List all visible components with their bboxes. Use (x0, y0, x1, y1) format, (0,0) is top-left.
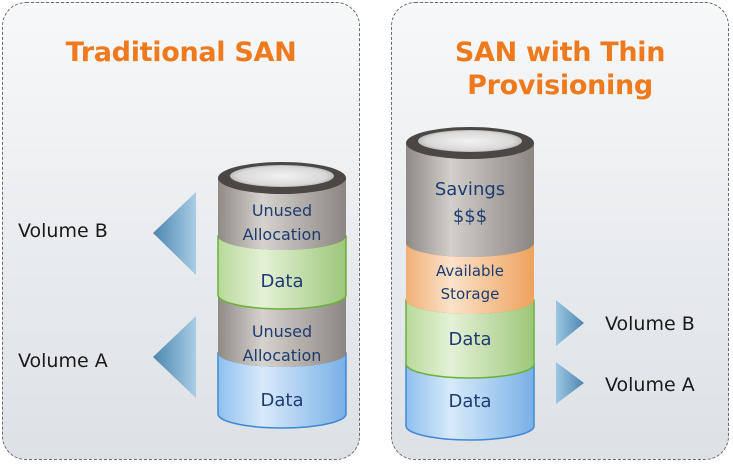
segment-label-line1: Unused (252, 201, 312, 220)
segment-label-line2: Storage (441, 285, 500, 303)
volume-a-arrow (556, 362, 584, 404)
segment-label: Data (449, 391, 492, 412)
traditional-san-cylinder: Data Unused Allocation Data Unused Alloc… (217, 162, 347, 429)
thin-provisioning-title-line1: SAN with Thin (454, 37, 666, 68)
segment-label-line1: Unused (252, 322, 312, 341)
segment-label-line2: Allocation (243, 346, 322, 365)
left-volume-b-label: Volume B (18, 220, 108, 242)
segment-label: Data (261, 390, 304, 411)
segment-label: Data (261, 271, 304, 292)
segment-label-line1: Available (436, 262, 504, 280)
volume-a-arrow (153, 316, 196, 398)
segment-label-line2: Allocation (243, 225, 322, 244)
traditional-san-title: Traditional SAN (65, 37, 297, 68)
segment-savings: Savings $$$ (406, 127, 534, 257)
right-volume-a-label: Volume A (605, 374, 695, 396)
left-volume-a-label: Volume A (18, 350, 108, 372)
segment-unused-allocation-upper: Unused Allocation (218, 162, 346, 250)
volume-b-arrow (556, 300, 584, 346)
right-volume-b-label: Volume B (605, 313, 695, 335)
thin-provisioning-title-line2: Provisioning (467, 70, 653, 101)
segment-label-line1: Savings (435, 179, 505, 200)
volume-b-arrow (153, 192, 196, 275)
segment-label: Data (449, 329, 492, 350)
thin-provisioning-cylinder: Data Data Available Storage Savings $$$ (405, 127, 535, 441)
segment-label-line2: $$$ (453, 206, 487, 227)
